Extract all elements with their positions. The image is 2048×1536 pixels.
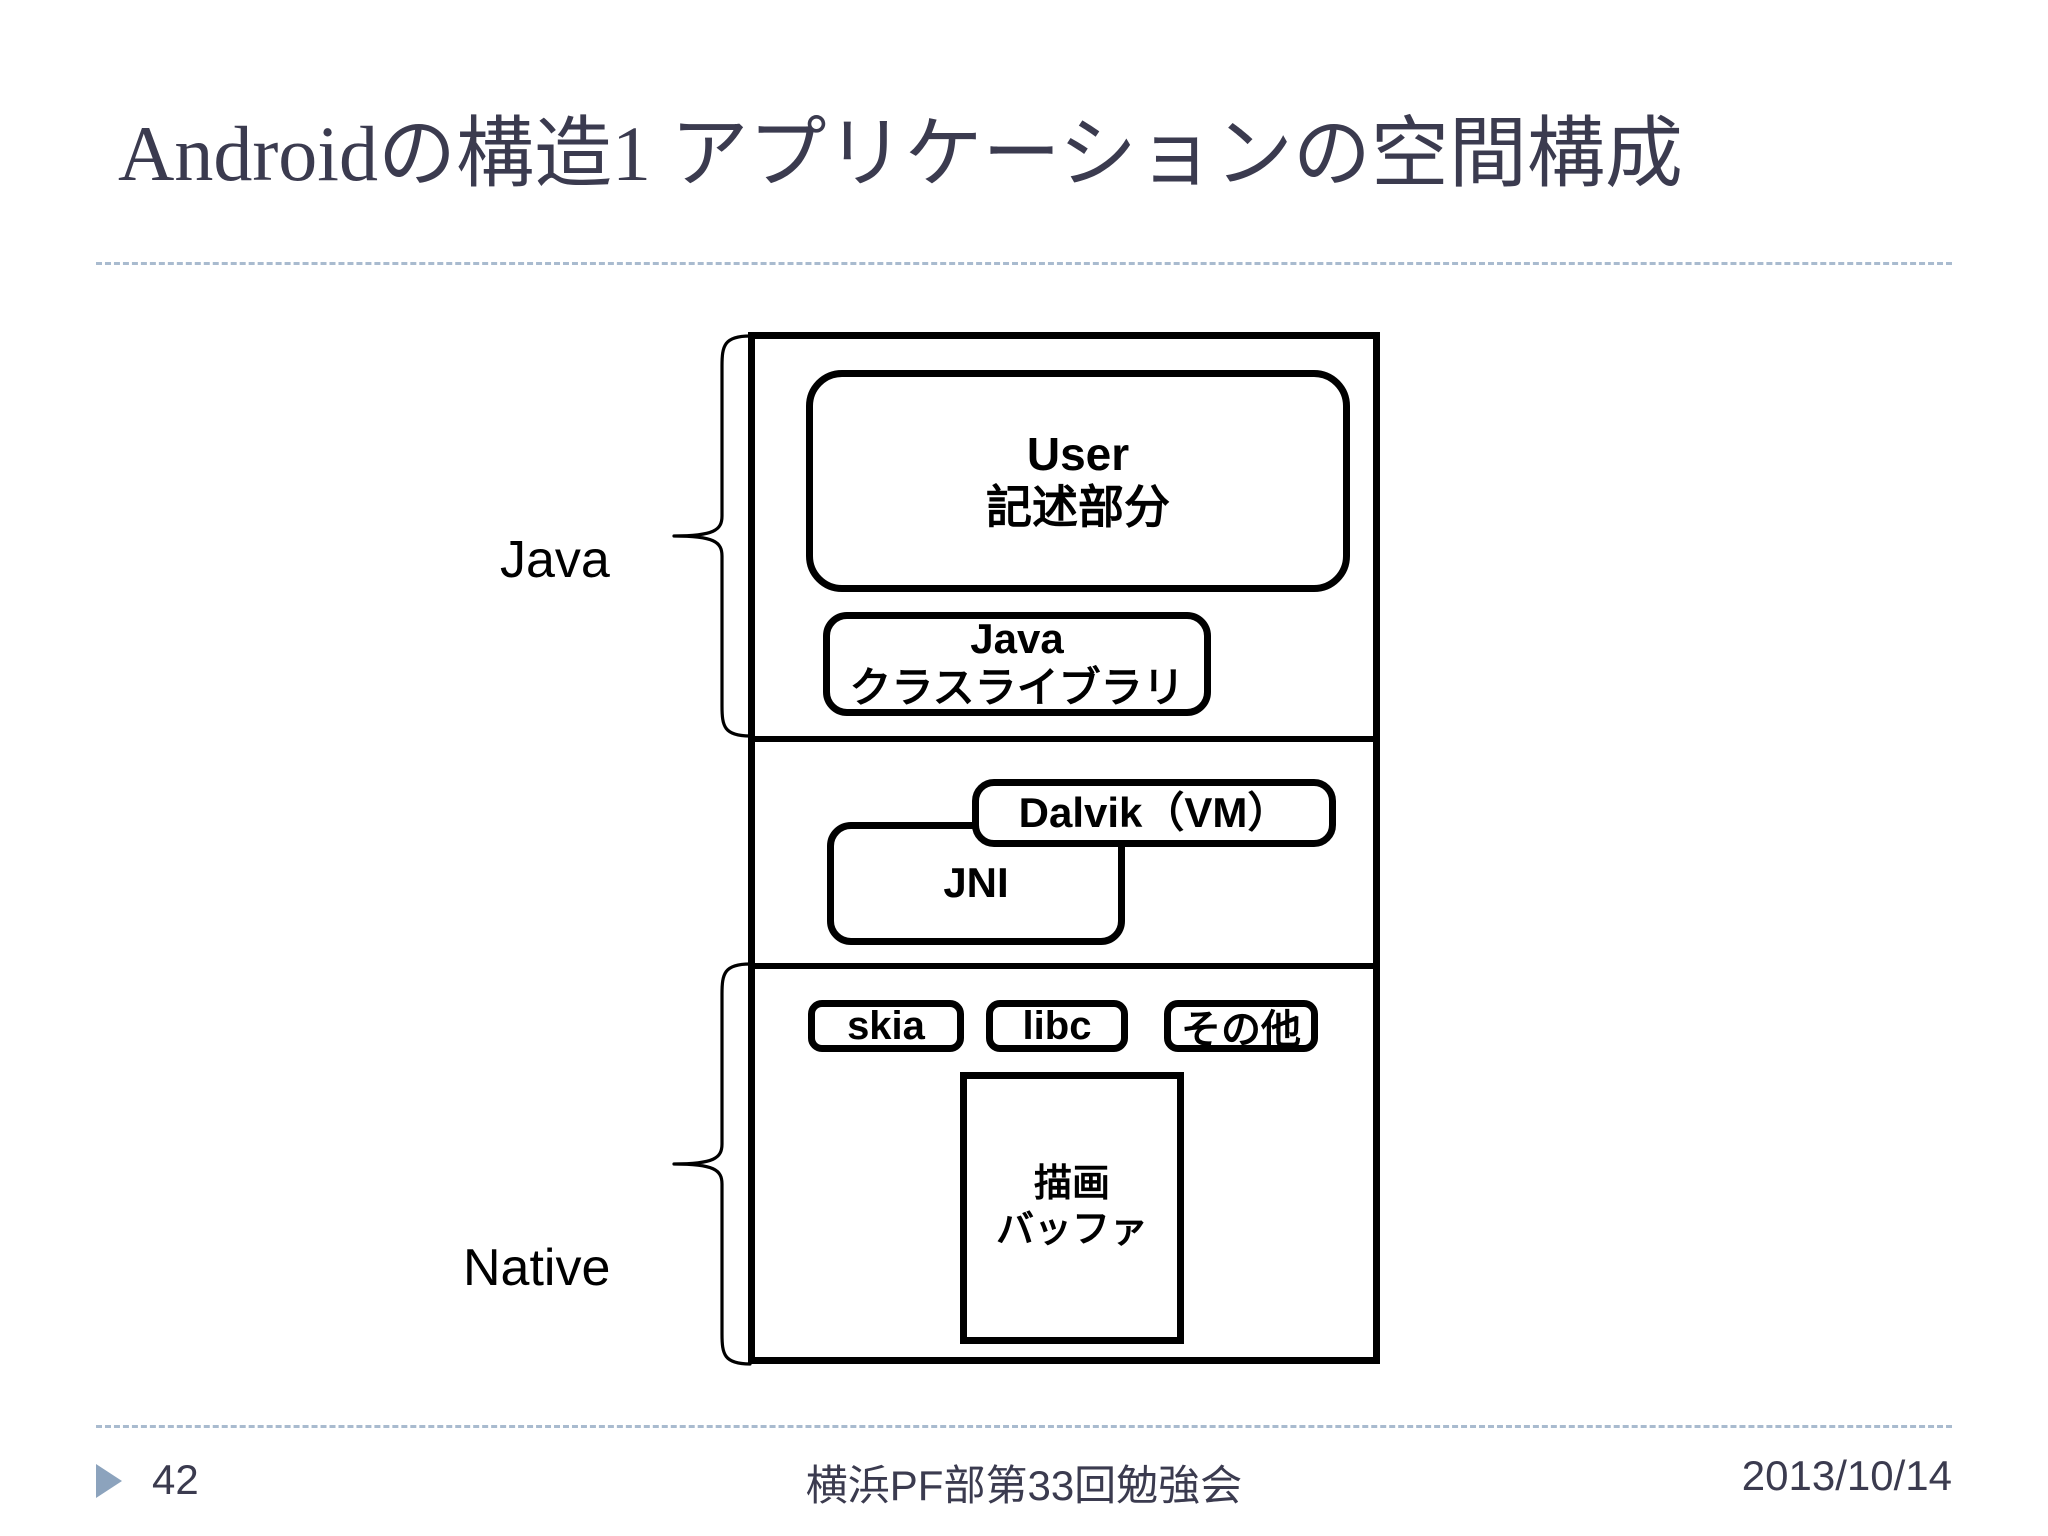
box-skia-label: skia	[847, 1003, 925, 1048]
box-draw-buffer-line2: バッファ	[995, 1209, 1148, 1251]
layer-divider-java-vm	[748, 736, 1380, 742]
box-dalvik-vm: Dalvik（VM）	[972, 779, 1336, 847]
box-draw-buffer: 描画 バッファ	[960, 1072, 1184, 1344]
box-user-line2: 記述部分	[986, 481, 1170, 533]
box-other-label: その他	[1181, 1008, 1301, 1052]
triangle-right-icon	[96, 1464, 122, 1498]
box-dalvik-vm-label: Dalvik（VM）	[1018, 788, 1290, 836]
box-libc-label: libc	[1022, 1003, 1092, 1048]
box-java-class-library: Java クラスライブラリ	[823, 612, 1211, 716]
box-user: User 記述部分	[806, 370, 1350, 592]
box-jni-label: JNI	[943, 859, 1009, 907]
footer-divider-rule	[96, 1425, 1952, 1428]
box-user-line1: User	[1026, 427, 1130, 480]
page-title: Androidの構造1 アプリケーションの空間構成	[118, 110, 1683, 197]
footer-event: 横浜PF部第33回勉強会	[805, 1462, 1243, 1509]
footer-date: 2013/10/14	[1741, 1452, 1952, 1499]
box-skia: skia	[808, 1000, 964, 1052]
box-java-class-library-line2: クラスライブラリ	[849, 664, 1185, 711]
box-java-class-library-line1: Java	[970, 615, 1064, 663]
brace-native-icon	[672, 962, 752, 1366]
box-draw-buffer-line1: 描画	[1033, 1163, 1110, 1206]
box-libc: libc	[986, 1000, 1128, 1052]
layer-divider-vm-native	[748, 963, 1380, 969]
page-number: 42	[152, 1456, 199, 1503]
title-divider-rule	[96, 262, 1952, 265]
box-other: その他	[1164, 1000, 1318, 1052]
label-java: Java	[500, 531, 610, 589]
brace-java-icon	[672, 334, 752, 738]
label-native: Native	[463, 1239, 611, 1297]
